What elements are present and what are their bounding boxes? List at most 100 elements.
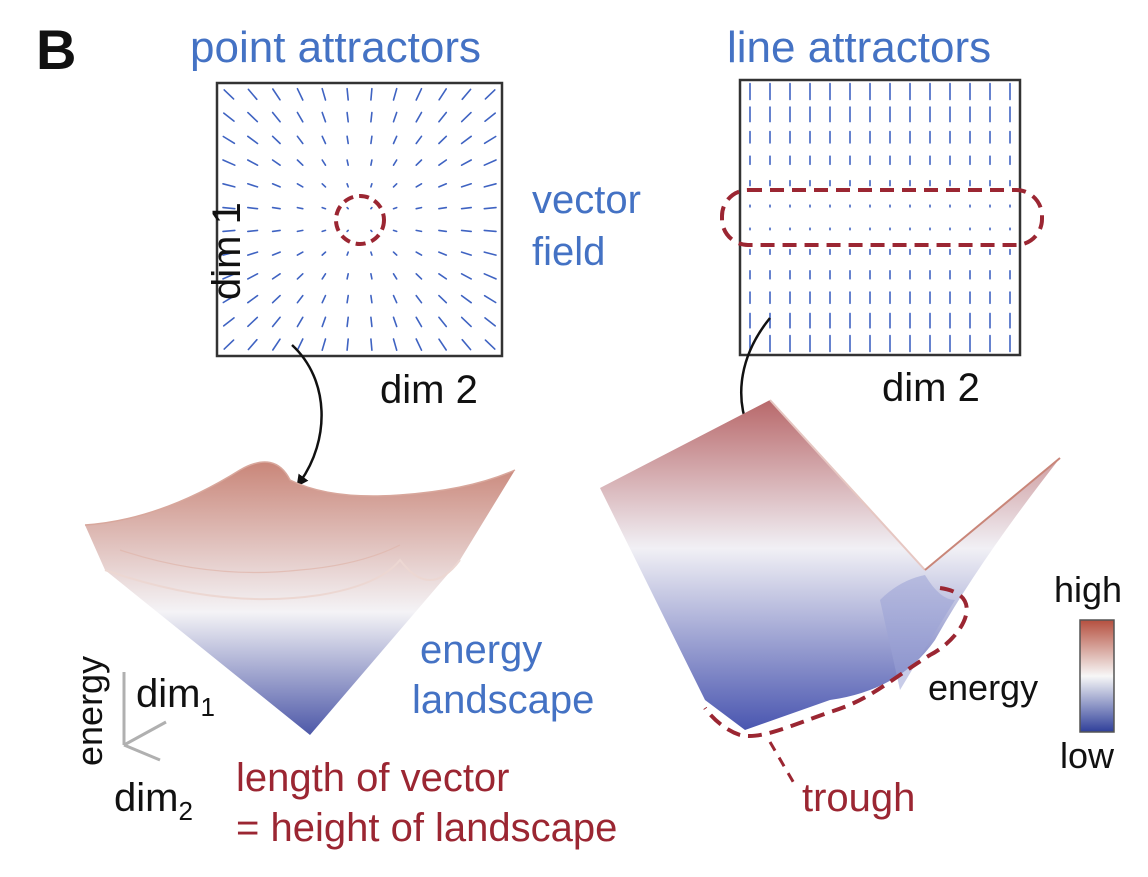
field-vector (392, 159, 398, 166)
field-vector (346, 183, 350, 188)
field-vector (438, 251, 448, 256)
right-title: line attractors (727, 23, 992, 72)
vector-field-label-line1: vector (532, 178, 641, 222)
trough-label: trough (802, 776, 916, 820)
field-vector (296, 135, 304, 145)
field-vector (296, 229, 304, 233)
vector-field-label-line2: field (532, 230, 606, 274)
line-attractor-dashed-loop (720, 188, 1044, 247)
field-vector (223, 89, 235, 100)
field-vector (222, 206, 236, 210)
field-vector (392, 135, 398, 145)
point-attractor-vectors (222, 87, 497, 352)
field-vector (438, 294, 448, 304)
field-vector (296, 111, 304, 123)
field-vector (321, 135, 327, 145)
field-vector (346, 272, 350, 280)
field-vector (415, 272, 423, 280)
trough-dashed-outline (703, 586, 969, 738)
field-vector (247, 88, 258, 101)
field-vector (271, 251, 281, 256)
field-vector (321, 229, 327, 233)
field-vector (415, 87, 423, 101)
field-vector (223, 112, 235, 122)
field-vector (321, 111, 327, 123)
note-line1: length of vector (236, 756, 510, 800)
field-vector (222, 229, 236, 233)
field-vector (370, 206, 373, 210)
arrow-field-to-landscape-left (291, 344, 323, 487)
field-vector (247, 206, 259, 210)
field-vector (296, 159, 304, 166)
field-vector (222, 159, 236, 166)
field-vector (346, 135, 350, 145)
field-vector (346, 294, 350, 304)
field-vector (415, 159, 423, 166)
field-vector (415, 135, 423, 145)
axes-dim1-label: dim1 (136, 674, 215, 720)
field-vector (271, 316, 281, 328)
field-vector (296, 206, 304, 210)
field-vector (346, 251, 350, 256)
field-vector (271, 135, 281, 145)
axes-dim2-label: dim2 (114, 778, 193, 824)
colorbar-energy-label: energy (928, 667, 1039, 708)
field-vector (438, 206, 448, 210)
field-vector (271, 338, 281, 351)
axes-energy-label: energy (69, 655, 110, 766)
field-vector (370, 111, 373, 123)
field-vector (271, 88, 281, 101)
field-vector (484, 339, 496, 350)
field-vector (222, 294, 236, 304)
field-vector (346, 111, 350, 123)
panel-label: B (36, 18, 77, 81)
field-vector (370, 159, 373, 166)
field-vector (247, 294, 259, 304)
field-vector (415, 206, 423, 210)
field-vector (370, 87, 373, 101)
field-vector (296, 87, 304, 101)
line-attractor-vectors (749, 82, 1011, 353)
field-vector (271, 206, 281, 210)
field-vector (438, 229, 448, 233)
line-attractor-field-box (738, 78, 1022, 357)
field-vector (438, 272, 448, 280)
field-vector (222, 251, 236, 256)
field-vector (483, 183, 497, 188)
field-vector (392, 111, 398, 123)
field-vector (321, 251, 327, 256)
point-attractor-circle (334, 194, 386, 246)
field-vector (484, 317, 497, 327)
field-vector (460, 316, 472, 328)
note-line2: = height of landscape (236, 806, 618, 850)
field-vector (370, 229, 373, 233)
field-vector (461, 88, 472, 101)
axes-dim1-subscript: 1 (200, 692, 215, 722)
line-attractor-landscape (600, 399, 1061, 730)
field-vector (321, 338, 327, 352)
axes-icon (122, 672, 167, 762)
left-axis-y-label: dim 1 (205, 202, 249, 300)
axes-dim2-base: dim (114, 776, 179, 820)
field-vector (415, 183, 423, 188)
field-vector (346, 206, 350, 210)
field-vector (346, 87, 350, 101)
field-vector (415, 338, 423, 352)
field-vector (460, 206, 473, 210)
field-vector (247, 159, 259, 166)
field-vector (483, 251, 497, 256)
field-vector (392, 316, 398, 328)
trough-leader-line (768, 741, 797, 786)
field-vector (296, 251, 304, 256)
field-vector (346, 159, 350, 166)
field-vector (346, 316, 350, 328)
field-vector (392, 87, 398, 101)
field-vector (461, 338, 472, 351)
field-vector (222, 272, 236, 280)
field-vector (321, 316, 327, 328)
field-vector (321, 294, 327, 304)
axes-dim1-base: dim (136, 672, 201, 716)
field-vector (392, 206, 398, 210)
left-title: point attractors (190, 23, 482, 72)
field-vector (392, 294, 398, 304)
